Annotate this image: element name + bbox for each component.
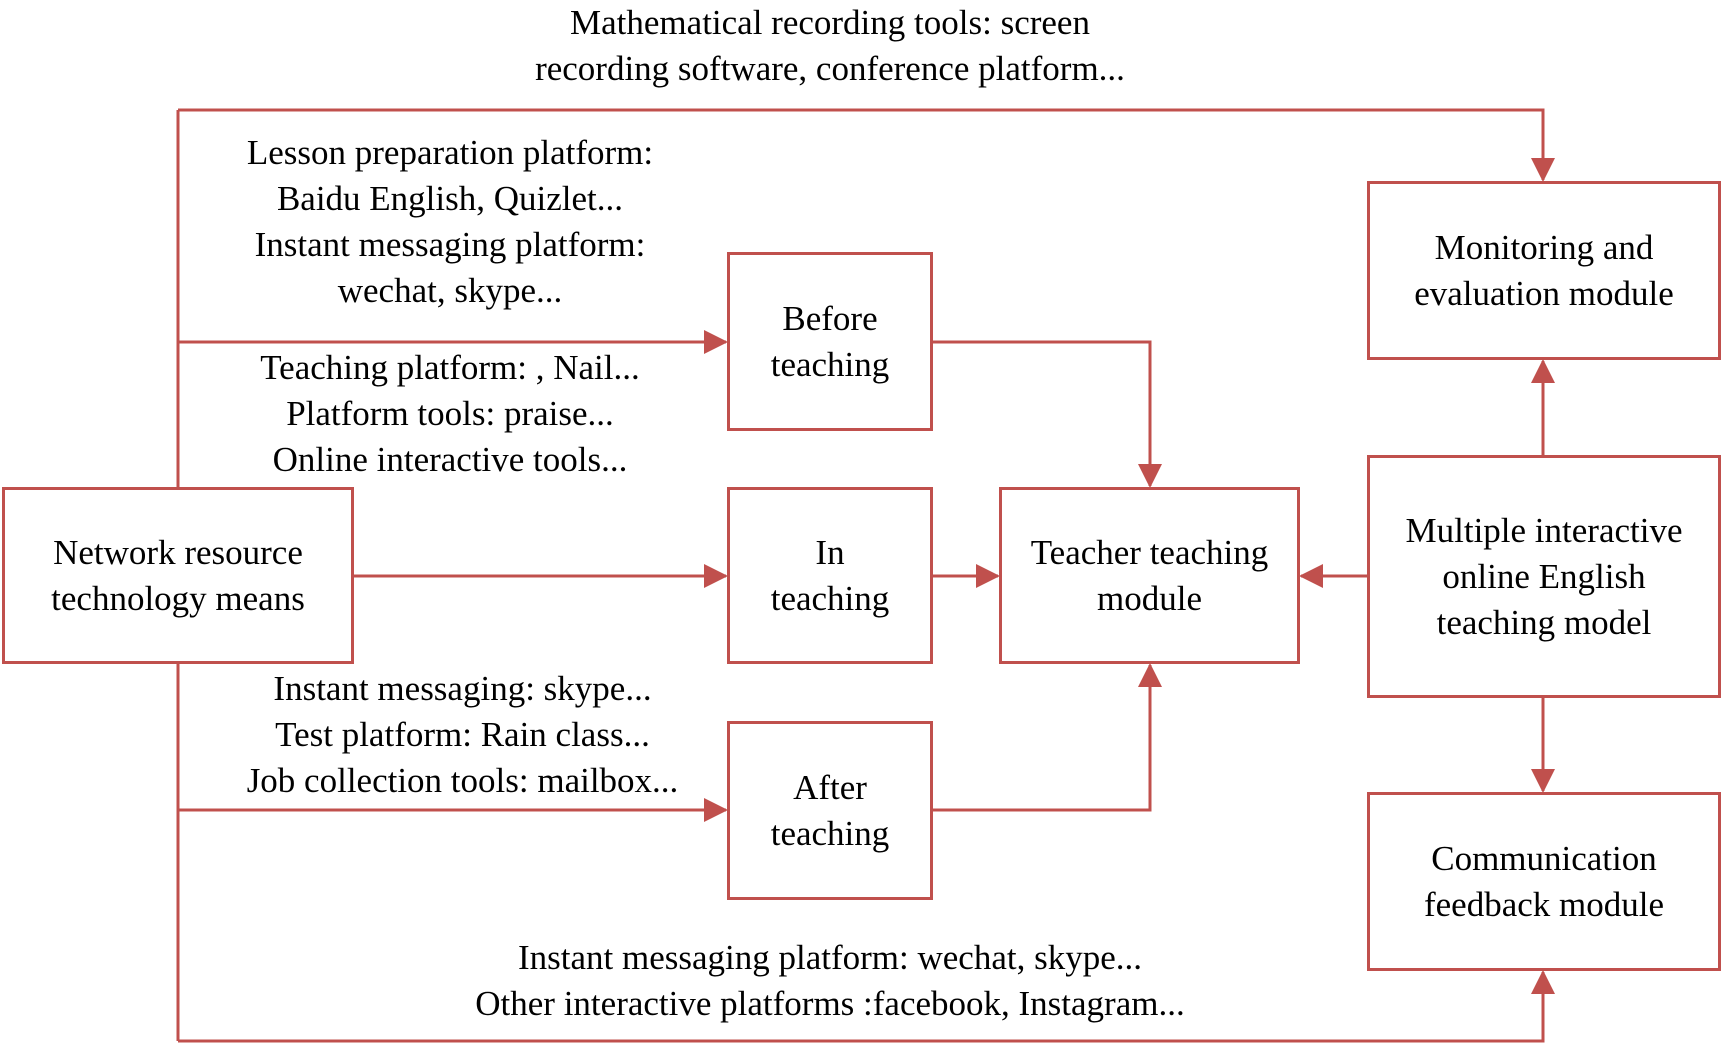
annotation-top-line-2: recording software, conference platform.… bbox=[535, 49, 1125, 88]
arrowhead-teacher-left bbox=[976, 564, 1000, 588]
arrowhead-teacher-top bbox=[1138, 464, 1162, 488]
edge-before-teacher bbox=[932, 340, 1152, 486]
node-before-line-2: teaching bbox=[770, 344, 890, 384]
annotation-before: Lesson preparation platform: Baidu Engli… bbox=[190, 130, 710, 314]
arrowhead-before bbox=[704, 330, 728, 354]
node-model-line-1: Multiple interactive bbox=[1405, 510, 1683, 550]
arrowhead-in bbox=[704, 564, 728, 588]
node-communication-feedback-module: Communication feedback module bbox=[1367, 792, 1721, 971]
annotation-bottom: Instant messaging platform: wechat, skyp… bbox=[380, 935, 1280, 1027]
node-before-teaching: Before teaching bbox=[727, 252, 933, 431]
node-in-teaching: In teaching bbox=[727, 487, 933, 664]
arrowhead-communication-top bbox=[1531, 769, 1555, 793]
node-interactive-teaching-model: Multiple interactive online English teac… bbox=[1367, 455, 1721, 698]
node-network-resource: Network resource technology means bbox=[2, 487, 354, 664]
arrowhead-communication-bottom bbox=[1531, 970, 1555, 994]
node-monitoring-line-1: Monitoring and bbox=[1434, 227, 1654, 267]
annotation-after-line-1: Instant messaging: skype... bbox=[273, 669, 652, 708]
arrowhead-monitoring-top bbox=[1531, 158, 1555, 182]
node-monitoring-line-2: evaluation module bbox=[1414, 273, 1674, 313]
annotation-before-line-2: Baidu English, Quizlet... bbox=[276, 179, 624, 218]
annotation-in-line-3: Online interactive tools... bbox=[272, 440, 628, 479]
annotation-after: Instant messaging: skype... Test platfor… bbox=[190, 666, 735, 804]
node-teacher-teaching-module: Teacher teaching module bbox=[999, 487, 1300, 664]
node-before-line-1: Before bbox=[782, 298, 878, 338]
node-communication-line-2: feedback module bbox=[1423, 884, 1665, 924]
annotation-in-line-2: Platform tools: praise... bbox=[286, 394, 614, 433]
arrowhead-teacher-right bbox=[1299, 564, 1323, 588]
node-network-line-1: Network resource bbox=[53, 532, 303, 572]
node-after-teaching: After teaching bbox=[727, 721, 933, 900]
arrowhead-monitoring-bottom bbox=[1531, 359, 1555, 383]
edge-network-monitoring bbox=[178, 108, 1545, 180]
annotation-before-line-4: wechat, skype... bbox=[337, 271, 563, 310]
annotation-before-line-3: Instant messaging platform: bbox=[254, 225, 646, 264]
annotation-after-line-2: Test platform: Rain class... bbox=[275, 715, 650, 754]
annotation-top: Mathematical recording tools: screen rec… bbox=[440, 0, 1220, 92]
node-communication-line-1: Communication bbox=[1431, 838, 1657, 878]
annotation-in: Teaching platform: , Nail... Platform to… bbox=[190, 345, 710, 483]
node-model-line-3: teaching model bbox=[1436, 602, 1652, 642]
annotation-before-line-1: Lesson preparation platform: bbox=[246, 133, 654, 172]
annotation-in-line-1: Teaching platform: , Nail... bbox=[260, 348, 640, 387]
edge-network-communication bbox=[178, 972, 1545, 1043]
node-teacher-line-2: module bbox=[1097, 578, 1202, 618]
annotation-bottom-line-2: Other interactive platforms :facebook, I… bbox=[475, 984, 1185, 1023]
arrowhead-teacher-bottom bbox=[1138, 663, 1162, 687]
node-model-line-2: online English bbox=[1442, 556, 1646, 596]
node-in-line-1: In bbox=[815, 532, 845, 572]
annotation-bottom-line-1: Instant messaging platform: wechat, skyp… bbox=[517, 938, 1143, 977]
arrowhead-after bbox=[704, 798, 728, 822]
edge-after-teacher bbox=[932, 665, 1152, 812]
node-teacher-line-1: Teacher teaching bbox=[1030, 532, 1269, 572]
annotation-top-line-1: Mathematical recording tools: screen bbox=[570, 3, 1090, 42]
node-in-line-2: teaching bbox=[770, 578, 890, 618]
node-monitoring-evaluation-module: Monitoring and evaluation module bbox=[1367, 181, 1721, 360]
node-after-line-1: After bbox=[793, 767, 867, 807]
node-after-line-2: teaching bbox=[770, 813, 890, 853]
node-network-line-2: technology means bbox=[51, 578, 305, 618]
annotation-after-line-3: Job collection tools: mailbox... bbox=[246, 761, 679, 800]
